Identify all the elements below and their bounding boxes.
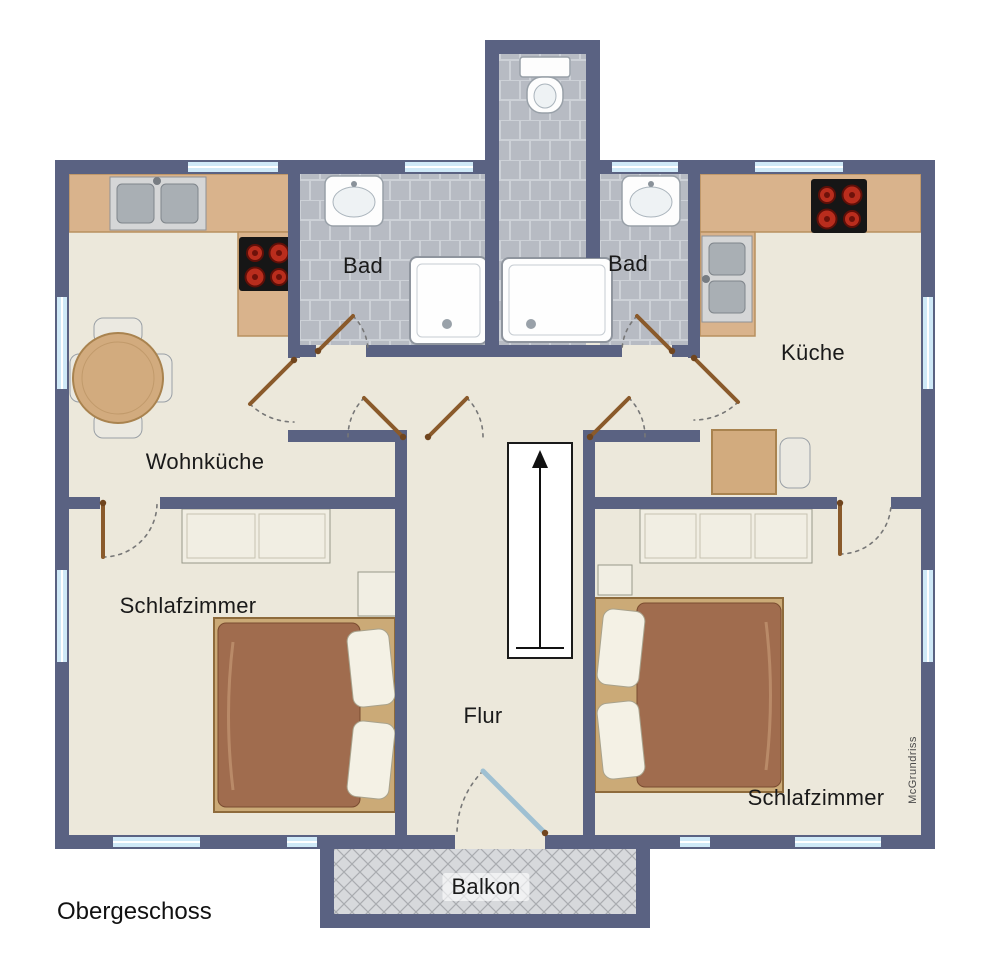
stove-left bbox=[239, 237, 294, 291]
room-label-schlafzimmer-right: Schlafzimmer bbox=[747, 785, 885, 810]
bad-right-door bbox=[621, 314, 676, 355]
chair bbox=[779, 437, 811, 489]
pillow bbox=[596, 700, 646, 780]
window bbox=[923, 297, 933, 389]
window bbox=[680, 837, 710, 847]
pillow bbox=[596, 608, 646, 688]
window bbox=[612, 162, 678, 172]
windows bbox=[57, 162, 933, 847]
bedroom-right-door bbox=[836, 499, 892, 556]
window bbox=[405, 162, 473, 172]
room-label-kueche: Küche bbox=[781, 340, 845, 365]
window bbox=[755, 162, 843, 172]
bathroom-sink-left bbox=[324, 175, 384, 227]
bed-right bbox=[594, 597, 784, 793]
balcony-door bbox=[456, 768, 549, 837]
kitchen-sink-right bbox=[701, 235, 753, 323]
watermark: McGrundriss bbox=[907, 736, 919, 804]
room-label-schlafzimmer-left: Schlafzimmer bbox=[119, 593, 257, 618]
kueche-door bbox=[690, 354, 740, 421]
bathroom-sink-right bbox=[621, 175, 681, 227]
room-label-bad-right: Bad bbox=[607, 251, 649, 276]
bad-left-door bbox=[314, 314, 369, 355]
window bbox=[57, 297, 67, 389]
pillow bbox=[346, 628, 396, 708]
hall-door-left-a bbox=[347, 396, 407, 441]
window bbox=[287, 837, 317, 847]
shower-left bbox=[409, 256, 488, 345]
room-label-wohnkueche: Wohnküche bbox=[145, 449, 265, 474]
bedroom-left-door bbox=[99, 499, 158, 559]
pillow bbox=[346, 720, 396, 800]
wardrobe-left bbox=[181, 508, 331, 564]
hall-door-left-b bbox=[424, 396, 484, 441]
kitchen-counter-right-top bbox=[699, 173, 922, 233]
toilet-fixture bbox=[519, 56, 571, 114]
table-right bbox=[711, 429, 811, 495]
doors bbox=[99, 314, 892, 837]
dining-table bbox=[69, 317, 173, 439]
room-label-balkon: Balkon bbox=[442, 873, 530, 901]
nightstand-right bbox=[597, 564, 633, 596]
bed-left bbox=[213, 617, 396, 813]
room-label-bad-left: Bad bbox=[342, 253, 384, 278]
floor-title: Obergeschoss bbox=[57, 898, 212, 925]
kitchen-sink-left bbox=[109, 176, 207, 231]
shower-right bbox=[501, 257, 613, 343]
room-label-flur: Flur bbox=[463, 703, 503, 728]
window bbox=[57, 570, 67, 662]
wohnkueche-door bbox=[248, 356, 298, 423]
window bbox=[113, 837, 200, 847]
window bbox=[188, 162, 278, 172]
hall-door-right bbox=[586, 396, 646, 441]
window bbox=[795, 837, 881, 847]
stairs bbox=[507, 442, 573, 659]
wardrobe-right bbox=[639, 508, 813, 564]
stove-right bbox=[811, 179, 867, 233]
nightstand-left bbox=[357, 571, 397, 617]
window bbox=[923, 570, 933, 662]
